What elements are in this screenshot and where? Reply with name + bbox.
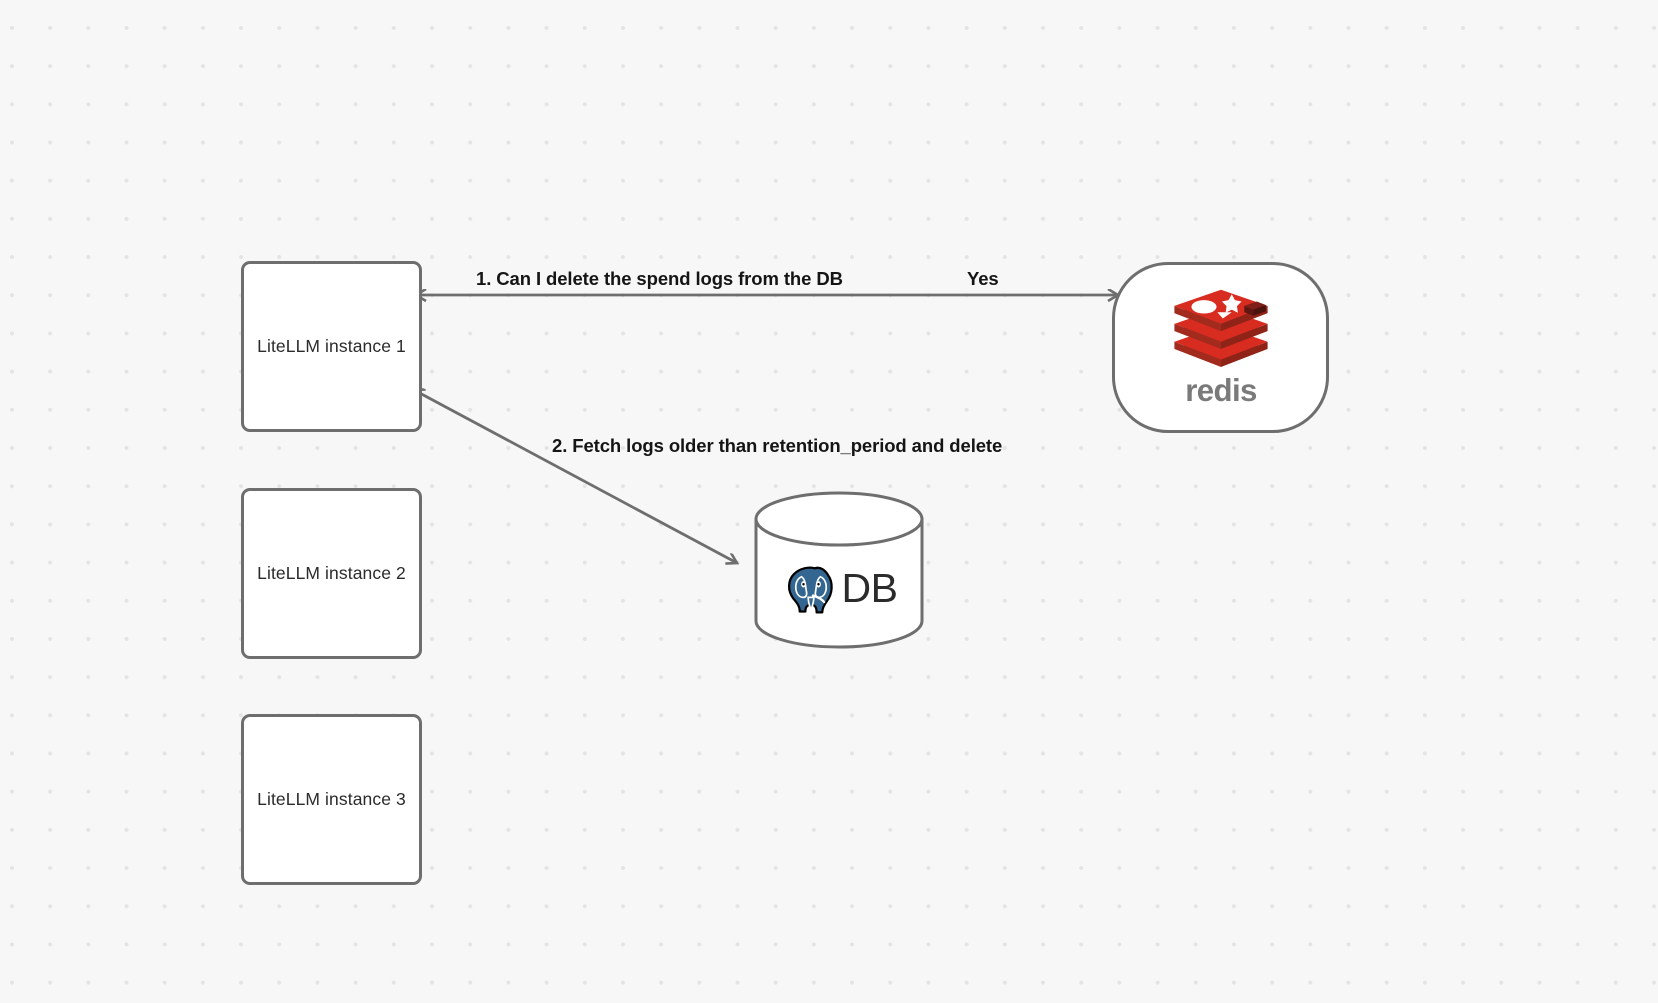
node-label: LiteLLM instance 1: [257, 336, 406, 356]
edge-label-1-reply: Yes: [967, 268, 999, 289]
database-content: DB: [753, 547, 925, 629]
node-redis[interactable]: redis: [1112, 262, 1329, 433]
node-litellm-instance-1[interactable]: LiteLLM instance 1: [241, 261, 422, 432]
node-label: LiteLLM instance 3: [257, 789, 406, 809]
node-database[interactable]: DB: [753, 491, 925, 649]
cylinder-shape: [754, 491, 924, 649]
database-label: DB: [841, 564, 898, 611]
redis-logo-group: redis: [1161, 288, 1281, 412]
edge-label-2: 2. Fetch logs older than retention_perio…: [552, 435, 1003, 456]
postgresql-elephant-icon: [786, 565, 834, 615]
svg-text:redis: redis: [1185, 373, 1257, 408]
edge-label-1: 1. Can I delete the spend logs from the …: [476, 268, 843, 289]
redis-wordmark: redis: [1185, 373, 1257, 408]
node-label: LiteLLM instance 2: [257, 563, 406, 583]
node-litellm-instance-3[interactable]: LiteLLM instance 3: [241, 714, 422, 885]
redis-logo-icon: [1173, 289, 1268, 367]
node-litellm-instance-2[interactable]: LiteLLM instance 2: [241, 488, 422, 659]
